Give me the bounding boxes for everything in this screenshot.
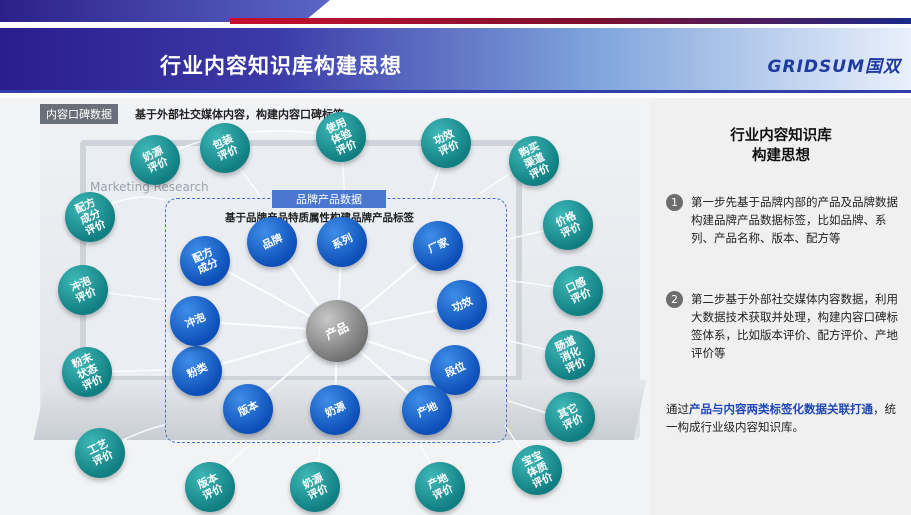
node-version-review: 版本 评价 bbox=[185, 462, 235, 512]
node-efficacy-review: 功效 评价 bbox=[421, 118, 471, 168]
content-data-tag: 内容口碑数据 bbox=[40, 104, 118, 124]
top-decoration bbox=[0, 0, 911, 28]
node-origin-review: 产地 评价 bbox=[415, 462, 465, 512]
step-two-text: 第二步基于外部社交媒体内容数据，利用大数据技术获取并处理，构建内容口碑标签体系，… bbox=[691, 292, 898, 360]
brand-data-tag: 品牌产品数据 bbox=[272, 190, 386, 208]
node-product-center: 产品 bbox=[306, 300, 368, 362]
node-stage: 段位 bbox=[430, 345, 480, 395]
screen-text: Marketing Research bbox=[90, 180, 209, 194]
summary-highlight: 产品与内容两类标签化数据关联打通 bbox=[689, 402, 873, 416]
page-title: 行业内容知识库构建思想 bbox=[160, 54, 402, 78]
node-formula-review: 配方 成分 评价 bbox=[65, 192, 115, 242]
node-powder-type: 粉类 bbox=[172, 346, 222, 396]
node-taste-review: 口感 评价 bbox=[553, 266, 603, 316]
top-blue-stripe bbox=[0, 0, 330, 22]
node-milk-review: 奶源 评价 bbox=[130, 135, 180, 185]
title-underline bbox=[0, 90, 911, 93]
node-craft-review: 工艺 评价 bbox=[75, 428, 125, 478]
node-version: 版本 bbox=[223, 384, 273, 434]
panel-title-line1: 行业内容知识库 bbox=[730, 128, 832, 144]
node-channel-review: 购买 渠道 评价 bbox=[509, 136, 559, 186]
node-digestion-review: 肠道 消化 评价 bbox=[545, 330, 595, 380]
node-package-review: 包装 评价 bbox=[200, 123, 250, 173]
gridsum-logo: GRIDSUM国双 bbox=[767, 57, 901, 77]
node-powder-state-review: 粉末 状态 评价 bbox=[62, 347, 112, 397]
node-origin: 产地 bbox=[402, 385, 452, 435]
brand-data-caption: 基于品牌产品特质属性构建品牌产品标签 bbox=[225, 212, 414, 224]
node-formula: 配方 成分 bbox=[180, 236, 230, 286]
node-series: 系列 bbox=[317, 217, 367, 267]
summary-text: 通过产品与内容两类标签化数据关联打通，统一构成行业级内容知识库。 bbox=[666, 402, 896, 434]
step-one-text: 第一步先基于品牌内部的产品及品牌数据构建品牌产品数据标签，比如品牌、系列、产品名… bbox=[691, 195, 898, 245]
node-efficacy: 功效 bbox=[437, 280, 487, 330]
step-two: 2 第二步基于外部社交媒体内容数据，利用大数据技术获取并处理，构建内容口碑标签体… bbox=[666, 290, 904, 362]
node-brewing: 冲泡 bbox=[170, 296, 220, 346]
node-price-review: 价格 评价 bbox=[543, 200, 593, 250]
step-one-number: 1 bbox=[666, 194, 683, 211]
panel-title-line2: 构建思想 bbox=[752, 148, 810, 164]
node-other-review: 其它 评价 bbox=[545, 392, 595, 442]
node-usage-review: 使用 体验 评价 bbox=[316, 112, 366, 162]
top-red-stripe bbox=[230, 18, 911, 24]
title-banner bbox=[0, 28, 911, 90]
node-baby-review: 宝宝 体质 评价 bbox=[512, 445, 562, 495]
node-brand: 品牌 bbox=[247, 217, 297, 267]
step-one: 1 第一步先基于品牌内部的产品及品牌数据构建品牌产品数据标签，比如品牌、系列、产… bbox=[666, 193, 904, 247]
node-manufacturer: 厂家 bbox=[413, 221, 463, 271]
content-data-caption: 基于外部社交媒体内容，构建内容口碑标签 bbox=[135, 108, 344, 121]
node-milk-source-review: 奶源 评价 bbox=[290, 462, 340, 512]
explanation-panel: 行业内容知识库 构建思想 1 第一步先基于品牌内部的产品及品牌数据构建品牌产品数… bbox=[651, 98, 911, 515]
step-two-number: 2 bbox=[666, 291, 683, 308]
node-brewing-review: 冲泡 评价 bbox=[58, 265, 108, 315]
node-milk-source: 奶源 bbox=[310, 385, 360, 435]
